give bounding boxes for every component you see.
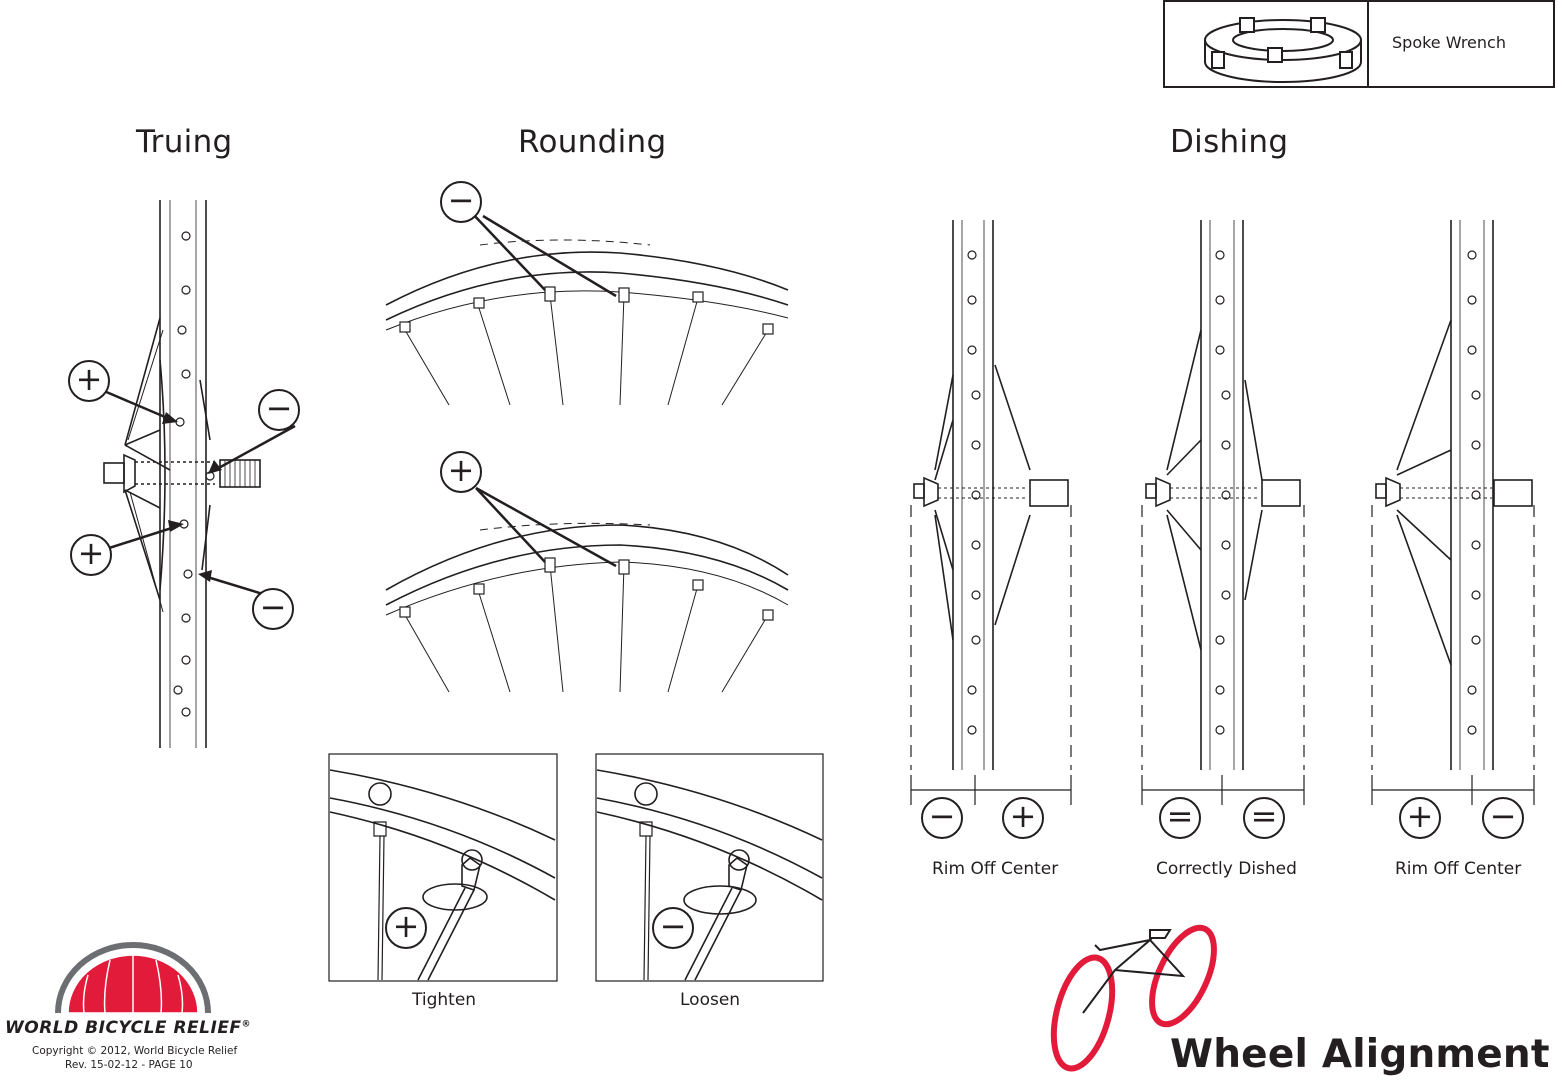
dishing-title: Dishing bbox=[1170, 124, 1289, 160]
dish2-left-symbol: = bbox=[1166, 797, 1194, 835]
dishing-caption-3: Rim Off Center bbox=[1395, 859, 1522, 879]
dishing-diagram-1 bbox=[910, 220, 1072, 805]
rounding-diagram-top bbox=[385, 211, 789, 406]
dishing-diagram-3 bbox=[1371, 220, 1535, 805]
symbol-circles bbox=[68, 181, 1524, 949]
brand-name-text: WORLD BICYCLE RELIEF bbox=[5, 1018, 242, 1038]
dish1-right-symbol: + bbox=[1009, 797, 1037, 835]
truing-arrowheads bbox=[162, 412, 222, 582]
truing-plus-bottom: + bbox=[77, 534, 105, 572]
tighten-diagram bbox=[328, 753, 558, 982]
dishing-caption-2: Correctly Dished bbox=[1156, 859, 1297, 879]
bicycle-illustration bbox=[1050, 924, 1217, 1072]
truing-plus-top: + bbox=[75, 360, 103, 398]
dishing-caption-1: Rim Off Center bbox=[932, 859, 1059, 879]
world-bicycle-relief-logo bbox=[55, 942, 211, 1014]
truing-minus-top: − bbox=[265, 389, 293, 427]
loosen-minus: − bbox=[659, 907, 687, 945]
revision-text: Rev. 15-02-12 - PAGE 10 bbox=[65, 1059, 193, 1071]
rounding-diagram-bottom bbox=[385, 486, 789, 693]
rounding-plus: + bbox=[447, 451, 475, 489]
dish1-left-symbol: − bbox=[928, 797, 956, 835]
logo-globe bbox=[67, 954, 199, 1014]
brand-name: WORLD BICYCLE RELIEF® bbox=[5, 1018, 251, 1038]
spoke-wrench-label: Spoke Wrench bbox=[1392, 33, 1506, 52]
rounding-nipples bbox=[399, 286, 774, 621]
brand-registered: ® bbox=[241, 1019, 252, 1030]
tool-divider bbox=[1367, 0, 1369, 88]
dishing-diagram-2 bbox=[1141, 220, 1305, 805]
rounding-minus: − bbox=[447, 181, 475, 219]
loosen-caption: Loosen bbox=[680, 990, 741, 1010]
dish3-left-symbol: + bbox=[1406, 797, 1434, 835]
tighten-plus: + bbox=[392, 907, 420, 945]
spoke-wrench-icon bbox=[1204, 17, 1362, 83]
tool-box bbox=[1163, 0, 1555, 88]
truing-title: Truing bbox=[136, 124, 233, 160]
copyright-text: Copyright © 2012, World Bicycle Relief bbox=[32, 1045, 238, 1057]
tighten-caption: Tighten bbox=[412, 990, 477, 1010]
dish3-right-symbol: − bbox=[1489, 797, 1517, 835]
rounding-title: Rounding bbox=[518, 124, 667, 160]
truing-diagram bbox=[103, 200, 296, 748]
page-title: Wheel Alignment bbox=[1170, 1032, 1550, 1077]
loosen-diagram bbox=[595, 753, 824, 982]
truing-minus-bottom: − bbox=[259, 588, 287, 626]
dish2-right-symbol: = bbox=[1250, 797, 1278, 835]
dishing-nipples bbox=[967, 250, 1481, 735]
